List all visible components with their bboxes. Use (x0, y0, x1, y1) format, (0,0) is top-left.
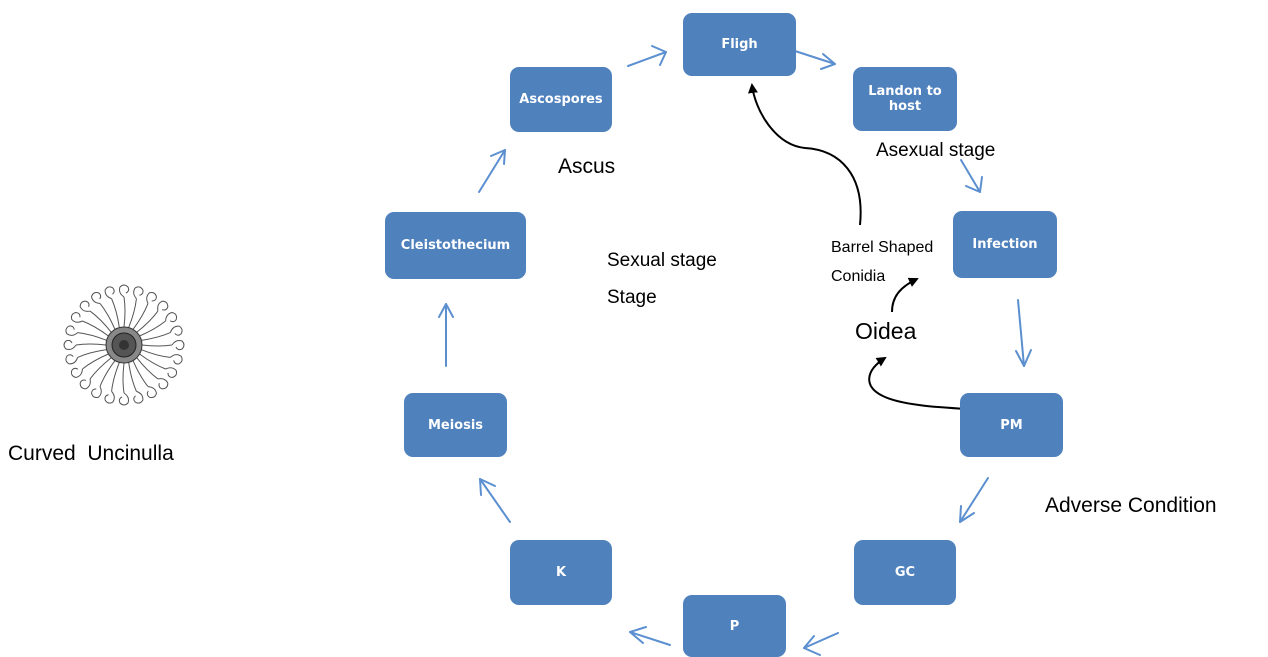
node-landon-to-host: Landon to host (853, 67, 957, 131)
annotation-arrow-conidia-to-fligh (747, 83, 862, 226)
label-ascus: Ascus (558, 155, 616, 178)
node-k-label: K (555, 565, 567, 580)
label-asexual-stage: Asexual stage (876, 140, 996, 161)
node-cleistothecium: Cleistothecium (385, 212, 526, 279)
cycle-arrow-infection-to-pm (1015, 299, 1032, 367)
node-fligh-label: Fligh (721, 37, 758, 52)
uncinulla-illustration-icon (63, 284, 185, 406)
node-gc: GC (854, 540, 956, 605)
node-fligh: Fligh (683, 13, 796, 76)
node-pm-label: PM (1000, 417, 1023, 433)
cycle-arrow-p-to-k (629, 626, 671, 646)
cycle-arrow-cleistothecium-to-ascospores (478, 149, 506, 193)
cycle-arrow-fligh-to-landon (794, 50, 836, 70)
label-conidia: Conidia (831, 268, 886, 285)
cycle-arrow-ascospores-to-fligh (627, 45, 667, 67)
node-cleistothecium-label: Cleistothecium (400, 238, 511, 253)
cycle-arrow-pm-to-gc (959, 477, 989, 523)
label-sexual-stage-line2: Stage (607, 287, 657, 308)
node-k: K (510, 540, 612, 605)
node-p-label: P (729, 618, 740, 634)
cycle-arrow-gc-to-p (803, 632, 839, 656)
node-p: P (683, 595, 786, 657)
label-adverse-condition: Adverse Condition (1045, 494, 1217, 517)
node-infection: Infection (953, 211, 1057, 278)
node-landon-to-host-label: Landon to host (868, 84, 942, 114)
annotation-arrow-to-conidia (891, 277, 919, 313)
node-gc-label: GC (894, 565, 916, 580)
label-sexual-stage: Sexual stage (607, 250, 717, 271)
label-oidea: Oidea (855, 318, 917, 344)
node-meiosis-label: Meiosis (427, 417, 484, 433)
label-barrel-shaped: Barrel Shaped (831, 239, 934, 256)
cycle-arrow-landon-to-infection (960, 159, 983, 193)
node-infection-label: Infection (972, 237, 1038, 252)
node-ascospores-label: Ascospores (519, 92, 603, 107)
label-curved-uncinulla: Curved Uncinulla (8, 442, 174, 465)
node-pm: PM (960, 393, 1063, 457)
cycle-arrow-k-to-meiosis (479, 478, 511, 523)
node-ascospores: Ascospores (510, 67, 612, 132)
node-meiosis: Meiosis (404, 393, 507, 457)
cycle-arrow-meiosis-to-cleistothecium (438, 303, 454, 367)
